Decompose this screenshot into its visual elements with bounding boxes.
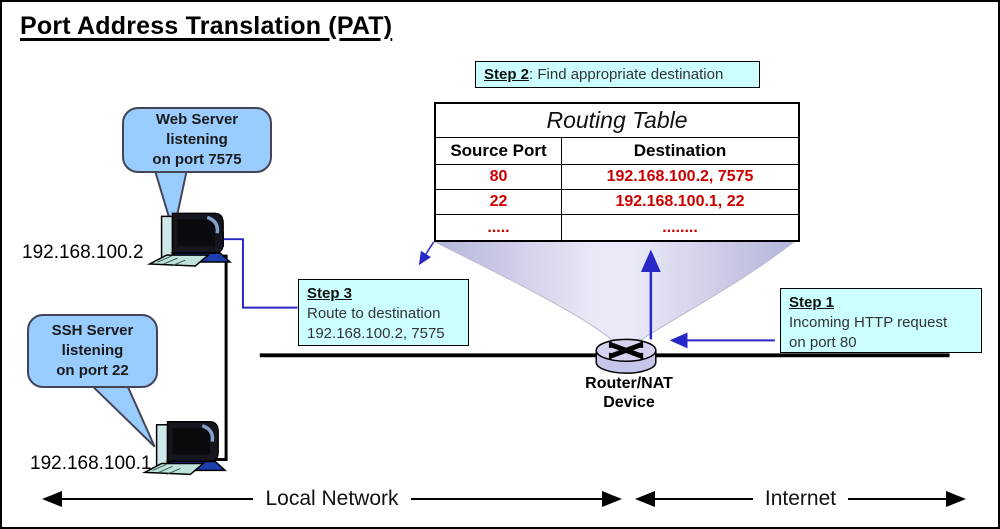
bubble-line: on port 22 [56,362,129,379]
computer-icon-ssh-server [142,420,227,477]
bubble-line: listening [61,342,124,359]
step3-line: Route to destination [307,305,441,322]
web-server-speech-bubble: Web Server listening on port 7575 [122,107,272,173]
router-label-line: Device [603,394,655,411]
table-row: 80 192.168.100.2, 7575 [436,165,798,190]
step2-label: Step 2 [484,66,530,83]
step1-label: Step 1 [789,294,835,311]
arrow-right-icon [946,491,966,507]
step1-callout: Step 1 Incoming HTTP request on port 80 [780,288,982,353]
internet-span-arrow: Internet [635,487,966,510]
ip-label-ssh-server: 192.168.100.1 [30,453,152,474]
arrow-step3-to-webserver [206,231,298,309]
bubble-line: SSH Server [51,322,134,339]
step1-line: Incoming HTTP request [789,314,948,331]
column-header-source-port: Source Port [436,138,561,165]
computer-icon-web-server [147,211,232,268]
destination-cell: ........ [561,215,798,240]
step1-line: on port 80 [789,334,857,351]
bubble-line: Web Server [155,111,239,128]
router-device-label: Router/NAT Device [559,374,699,412]
source-port-cell: ..... [487,218,510,236]
arrow-left-icon [42,491,62,507]
routing-table: Routing Table Source Port Destination 80… [434,102,800,242]
arrow-left-icon [635,491,655,507]
funnel-shape [433,240,797,340]
table-row: ..... ........ [436,215,798,240]
step3-line: 192.168.100.2, 7575 [307,325,445,342]
arrow-line [62,498,254,500]
internet-label: Internet [764,487,837,510]
destination-cell: 192.168.100.2, 7575 [561,165,798,190]
column-header-destination: Destination [561,138,798,165]
routing-table-title: Routing Table [436,104,798,138]
arrow-line [410,498,602,500]
arrow-table-to-step3 [418,241,435,266]
page-title: Port Address Translation (PAT) [20,12,393,40]
router-label-line: Router/NAT [585,375,673,392]
routing-table-header-row: Source Port Destination [436,138,798,165]
step2-text: : Find appropriate destination [529,66,724,83]
step2-callout: Step 2: Find appropriate destination [475,61,760,88]
local-network-label: Local Network [265,487,399,510]
local-network-span-arrow: Local Network [42,487,622,510]
source-port-cell: 80 [436,165,561,190]
ssh-server-speech-bubble: SSH Server listening on port 22 [27,314,158,388]
bubble-line: listening [166,131,228,148]
destination-cell: 192.168.100.1, 22 [561,190,798,215]
step3-label: Step 3 [307,285,353,302]
ip-label-web-server: 192.168.100.2 [22,242,144,263]
arrow-line [655,498,753,500]
step3-callout: Step 3 Route to destination 192.168.100.… [298,279,469,346]
router-icon [595,338,657,374]
arrow-right-icon [602,491,622,507]
source-port-cell: 22 [436,190,561,215]
arrow-line [848,498,946,500]
bubble-line: on port 7575 [152,151,242,168]
table-row: 22 192.168.100.1, 22 [436,190,798,215]
